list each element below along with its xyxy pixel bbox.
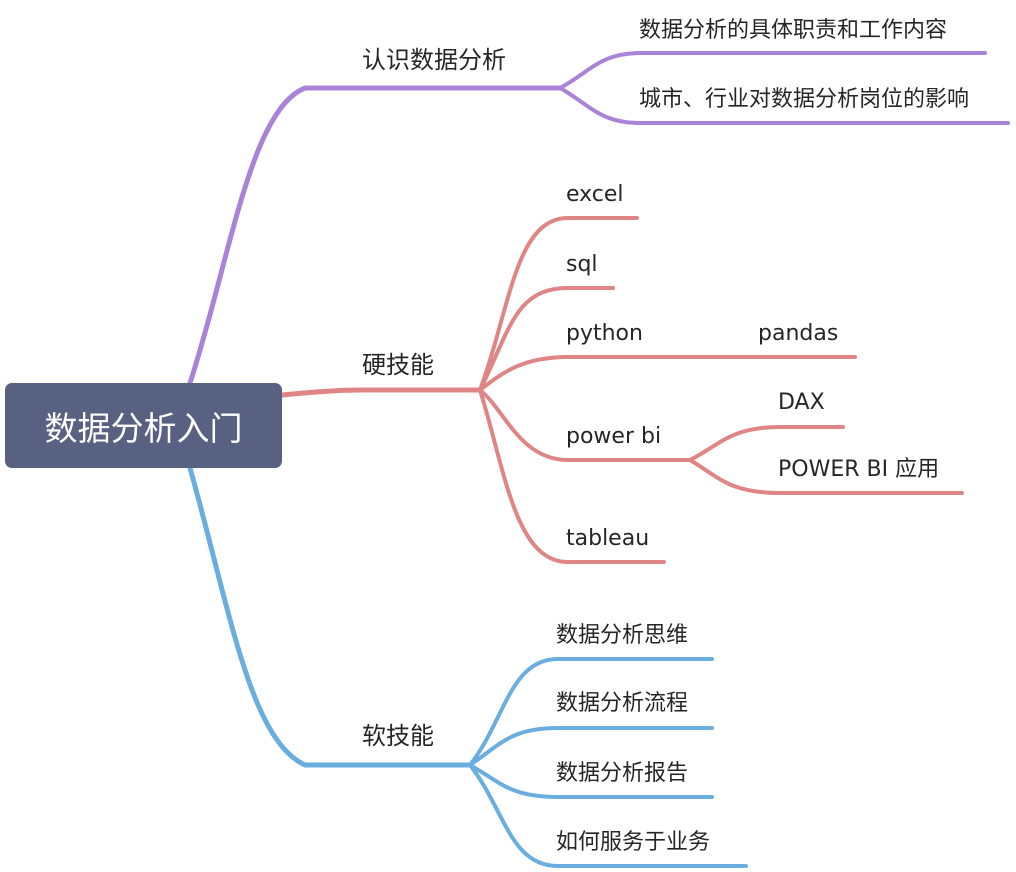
branch-label-understanding[interactable]: 认识数据分析 (362, 46, 506, 74)
topic-label-python[interactable]: python (566, 321, 643, 346)
connector-excel (478, 216, 639, 392)
connector-root-understanding (187, 85, 563, 386)
topic-label-excel[interactable]: excel (566, 182, 624, 207)
subtopic-label-dax[interactable]: DAX (778, 390, 825, 415)
topic-label-business[interactable]: 如何服务于业务 (556, 830, 711, 855)
connector-process (468, 726, 714, 767)
connector-city-industry (558, 86, 1010, 125)
branch-label-hard-skills[interactable]: 硬技能 (362, 351, 434, 379)
connector-power-bi-app (688, 458, 964, 495)
connector-business (468, 763, 748, 868)
connector-root-hard-skills (279, 387, 483, 398)
topic-label-duties[interactable]: 数据分析的具体职责和工作内容 (639, 18, 948, 43)
connector-thinking (468, 657, 714, 767)
connector-report (468, 763, 714, 799)
subtopic-label-power-bi-app[interactable]: POWER BI 应用 (778, 457, 940, 482)
connector-tableau (478, 388, 666, 564)
root-node[interactable] (5, 383, 282, 468)
connector-duties (558, 51, 987, 90)
topic-label-tableau[interactable]: tableau (566, 526, 650, 551)
topic-label-city-industry[interactable]: 城市、行业对数据分析岗位的影响 (639, 87, 970, 112)
topic-label-power-bi[interactable]: power bi (566, 424, 662, 449)
connector-sql (478, 286, 615, 392)
topic-label-sql[interactable]: sql (566, 252, 598, 277)
topic-label-thinking[interactable]: 数据分析思维 (556, 623, 689, 648)
connector-root-soft-skills (187, 465, 473, 768)
subtopic-label-pandas[interactable]: pandas (758, 321, 839, 346)
connector-python (478, 355, 857, 392)
topic-label-report[interactable]: 数据分析报告 (556, 761, 689, 786)
topic-label-process[interactable]: 数据分析流程 (556, 691, 689, 716)
connector-dax (688, 425, 845, 462)
connector-power-bi (478, 388, 692, 462)
branch-label-soft-skills[interactable]: 软技能 (362, 722, 434, 750)
root-node-label: 数据分析入门 (44, 408, 243, 448)
